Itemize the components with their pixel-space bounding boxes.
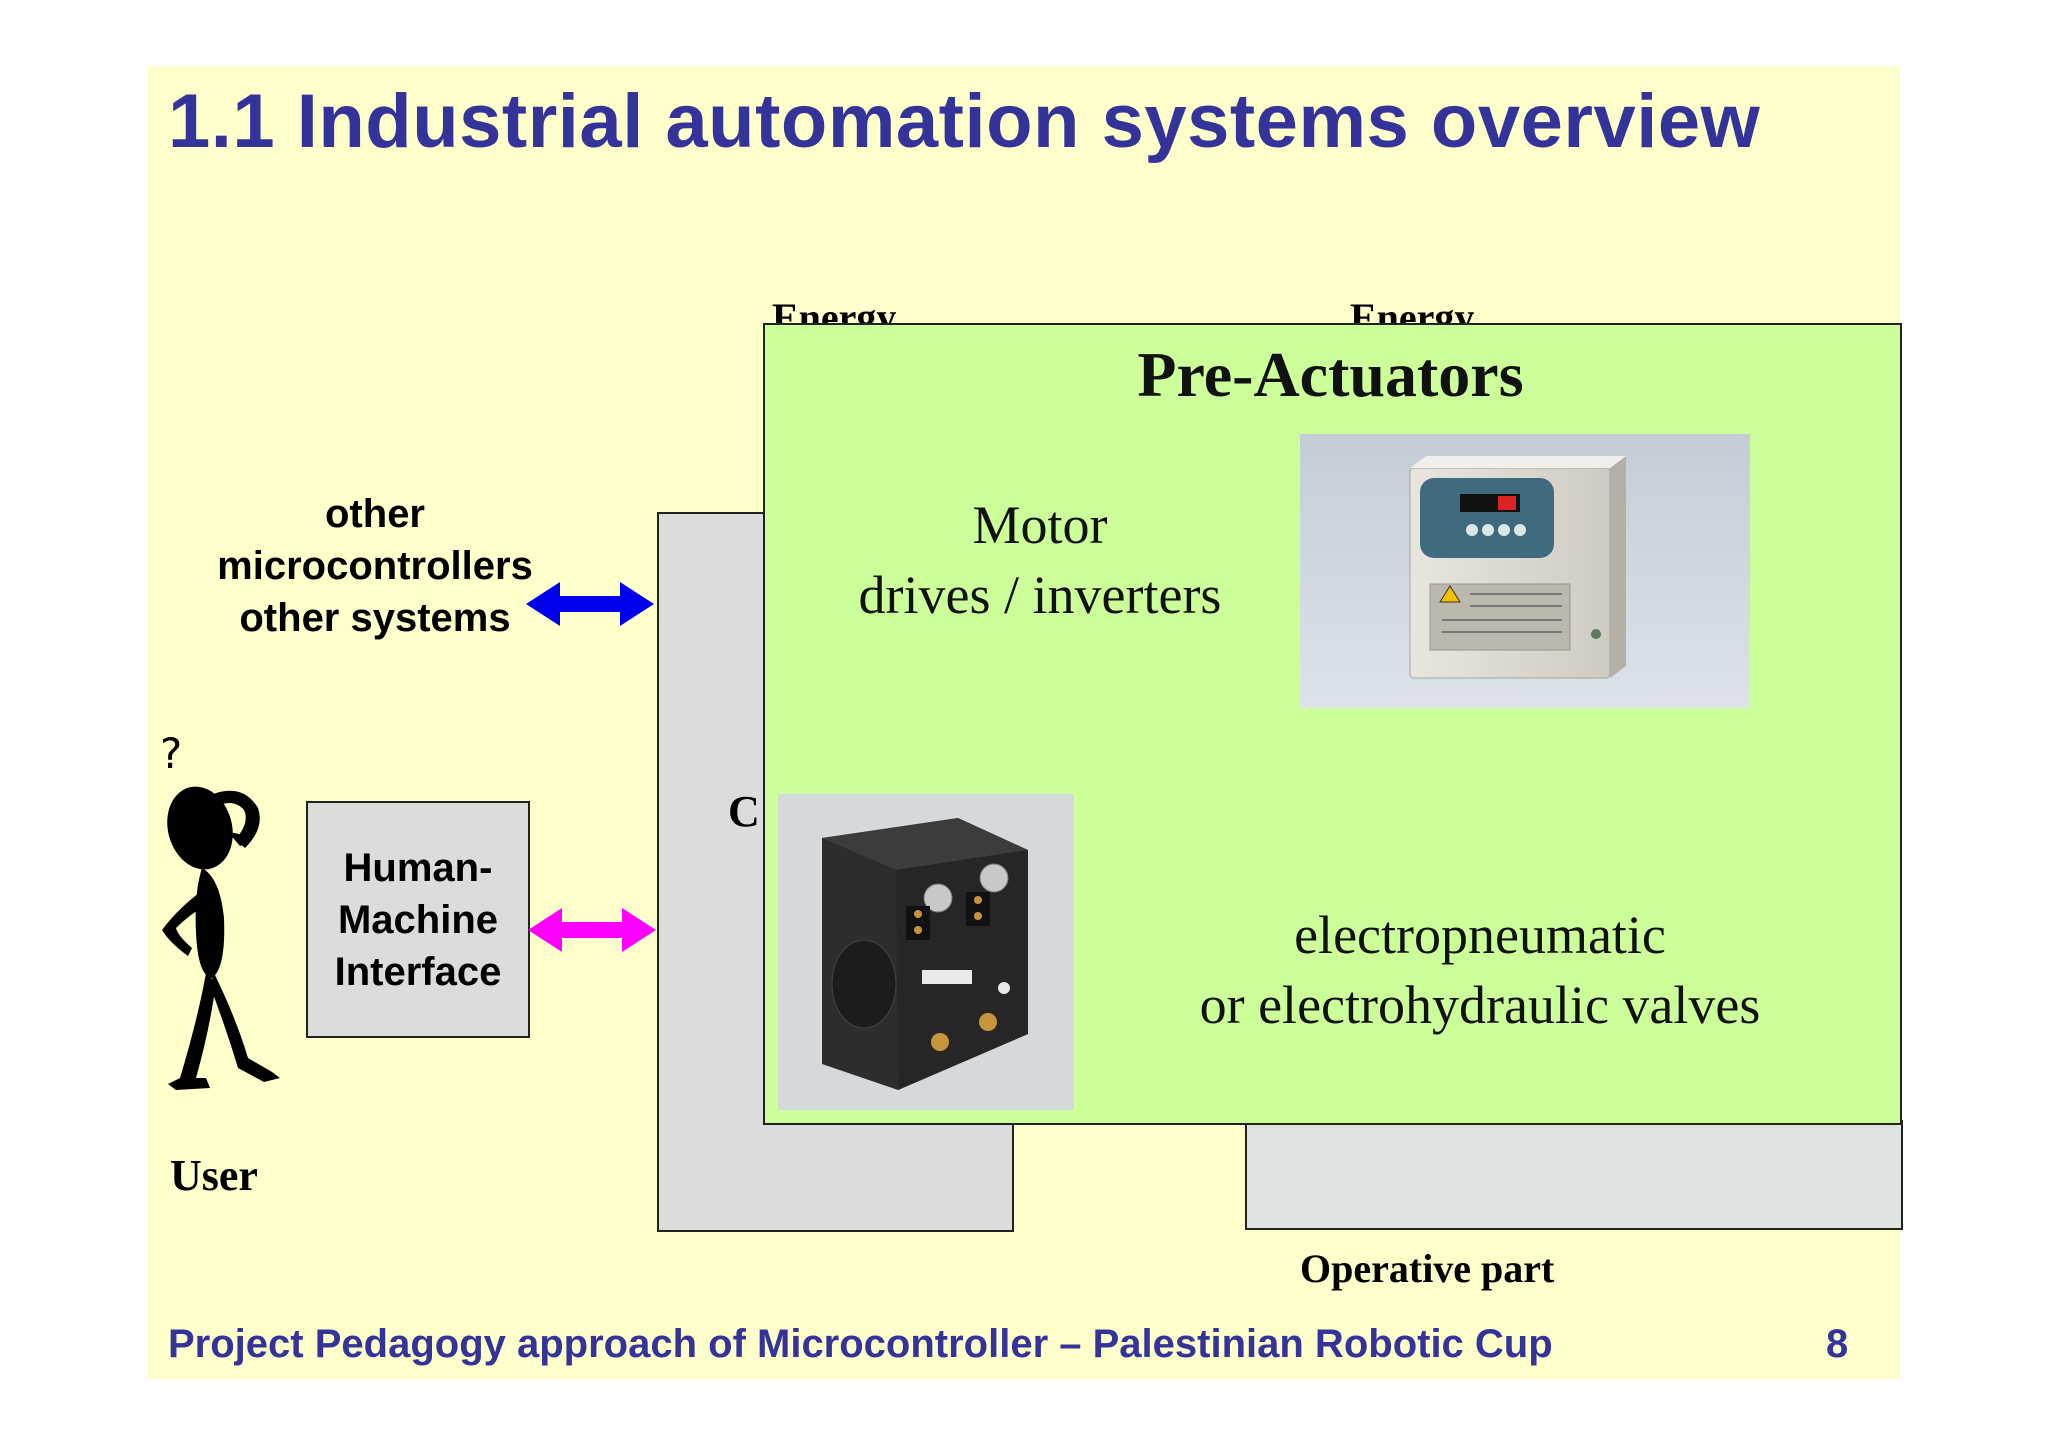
other-systems-arrow bbox=[526, 582, 654, 626]
other-systems-text: other microcontrollers other systems bbox=[217, 492, 533, 640]
motor-drive-photo bbox=[1300, 434, 1750, 708]
hmi-box: Human- Machine Interface bbox=[306, 801, 530, 1038]
question-mark-icon: ? bbox=[160, 729, 182, 778]
hmi-label: Human- Machine Interface bbox=[334, 845, 502, 994]
user-figure: ? bbox=[160, 729, 280, 1090]
control-part-label: C bbox=[728, 787, 760, 836]
motor-drives-label: Motor drives / inverters bbox=[820, 490, 1260, 630]
operative-part-label: Operative part bbox=[1300, 1246, 1555, 1291]
energy-label-right-clip: Energy bbox=[1340, 290, 1580, 323]
slide-title: 1.1 Industrial automation systems overvi… bbox=[168, 79, 1761, 164]
valve-brand-label bbox=[922, 970, 972, 984]
solenoid-valve-photo bbox=[778, 794, 1074, 1110]
valves-label: electropneumatic or electrohydraulic val… bbox=[1150, 900, 1810, 1040]
bidirectional-arrow-icon bbox=[526, 582, 654, 626]
energy-label-left: Energy bbox=[772, 295, 897, 323]
slide-footer: Project Pedagogy approach of Microcontro… bbox=[168, 1322, 1553, 1366]
motor-drives-text: Motor drives / inverters bbox=[858, 495, 1222, 625]
hmi-arrow bbox=[528, 908, 656, 952]
page-number: 8 bbox=[1826, 1322, 1849, 1366]
other-systems-label: other microcontrollers other systems bbox=[190, 488, 560, 644]
pre-actuators-title: Pre-Actuators bbox=[1137, 339, 1524, 410]
user-label: User bbox=[170, 1151, 258, 1200]
operative-part-box bbox=[1245, 1120, 1903, 1230]
energy-label-left-clip: Energy bbox=[760, 290, 1000, 323]
energy-label-right: Energy bbox=[1350, 295, 1475, 323]
valves-text: electropneumatic or electrohydraulic val… bbox=[1199, 905, 1761, 1035]
bidirectional-arrow-icon bbox=[528, 908, 656, 952]
